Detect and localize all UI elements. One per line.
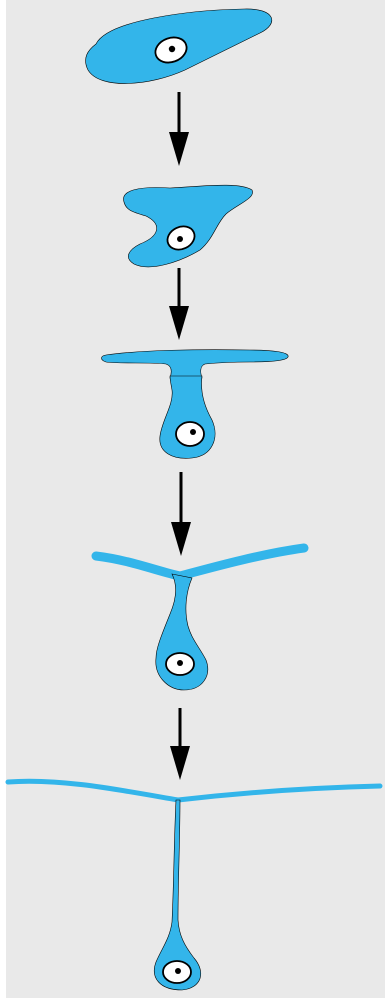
stage-3-nucleolus (190, 429, 196, 435)
diagram-panel (6, 0, 385, 998)
stage-5-nucleolus (175, 968, 181, 974)
stage-2-nucleolus (177, 236, 183, 242)
stage-1-nucleolus (169, 46, 175, 52)
stage-3-nucleus (176, 422, 204, 446)
stage-4-nucleolus (177, 660, 183, 666)
